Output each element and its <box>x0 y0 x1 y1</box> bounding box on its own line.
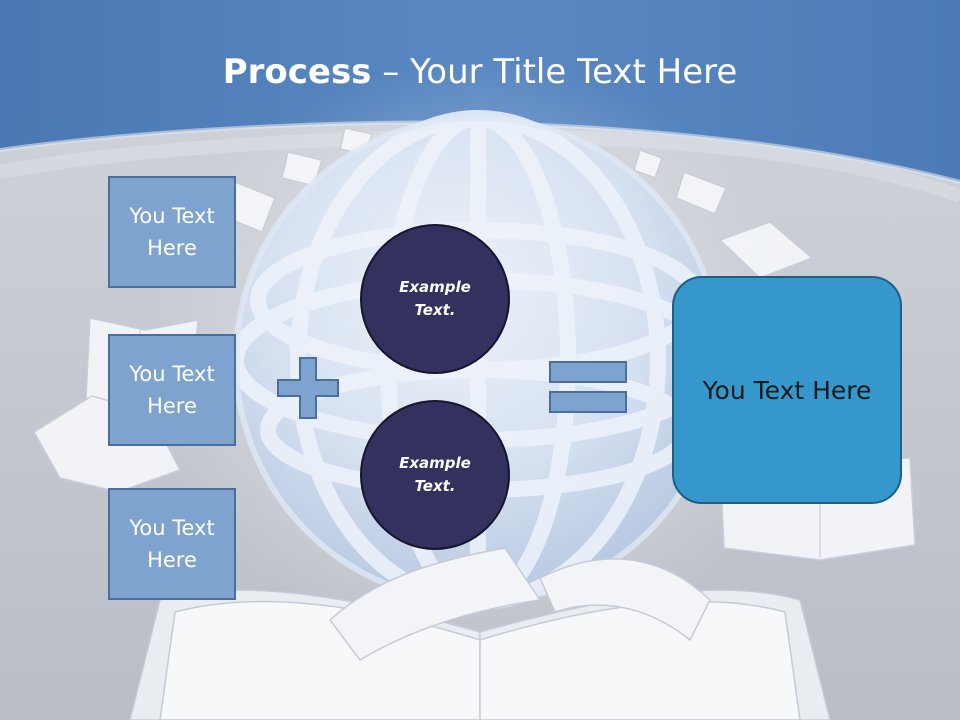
text-box-label: You Text Here <box>129 516 215 572</box>
example-circle-1[interactable]: Example Text. <box>360 224 510 374</box>
text-box-label: You Text Here <box>129 362 215 418</box>
title-rest: – Your Title Text Here <box>371 52 738 92</box>
example-circle-2[interactable]: Example Text. <box>360 400 510 550</box>
circle-label: Example Text. <box>399 454 471 495</box>
result-label: You Text Here <box>702 375 872 405</box>
circle-label: Example Text. <box>399 278 471 319</box>
slide-title: Process – Your Title Text Here <box>0 52 960 92</box>
plus-icon <box>277 357 339 419</box>
title-strong: Process <box>222 52 372 92</box>
result-box[interactable]: You Text Here <box>672 276 902 504</box>
equals-icon <box>549 361 627 413</box>
text-box-1[interactable]: You Text Here <box>108 176 236 288</box>
text-box-3[interactable]: You Text Here <box>108 488 236 600</box>
text-box-label: You Text Here <box>129 204 215 260</box>
text-box-2[interactable]: You Text Here <box>108 334 236 446</box>
